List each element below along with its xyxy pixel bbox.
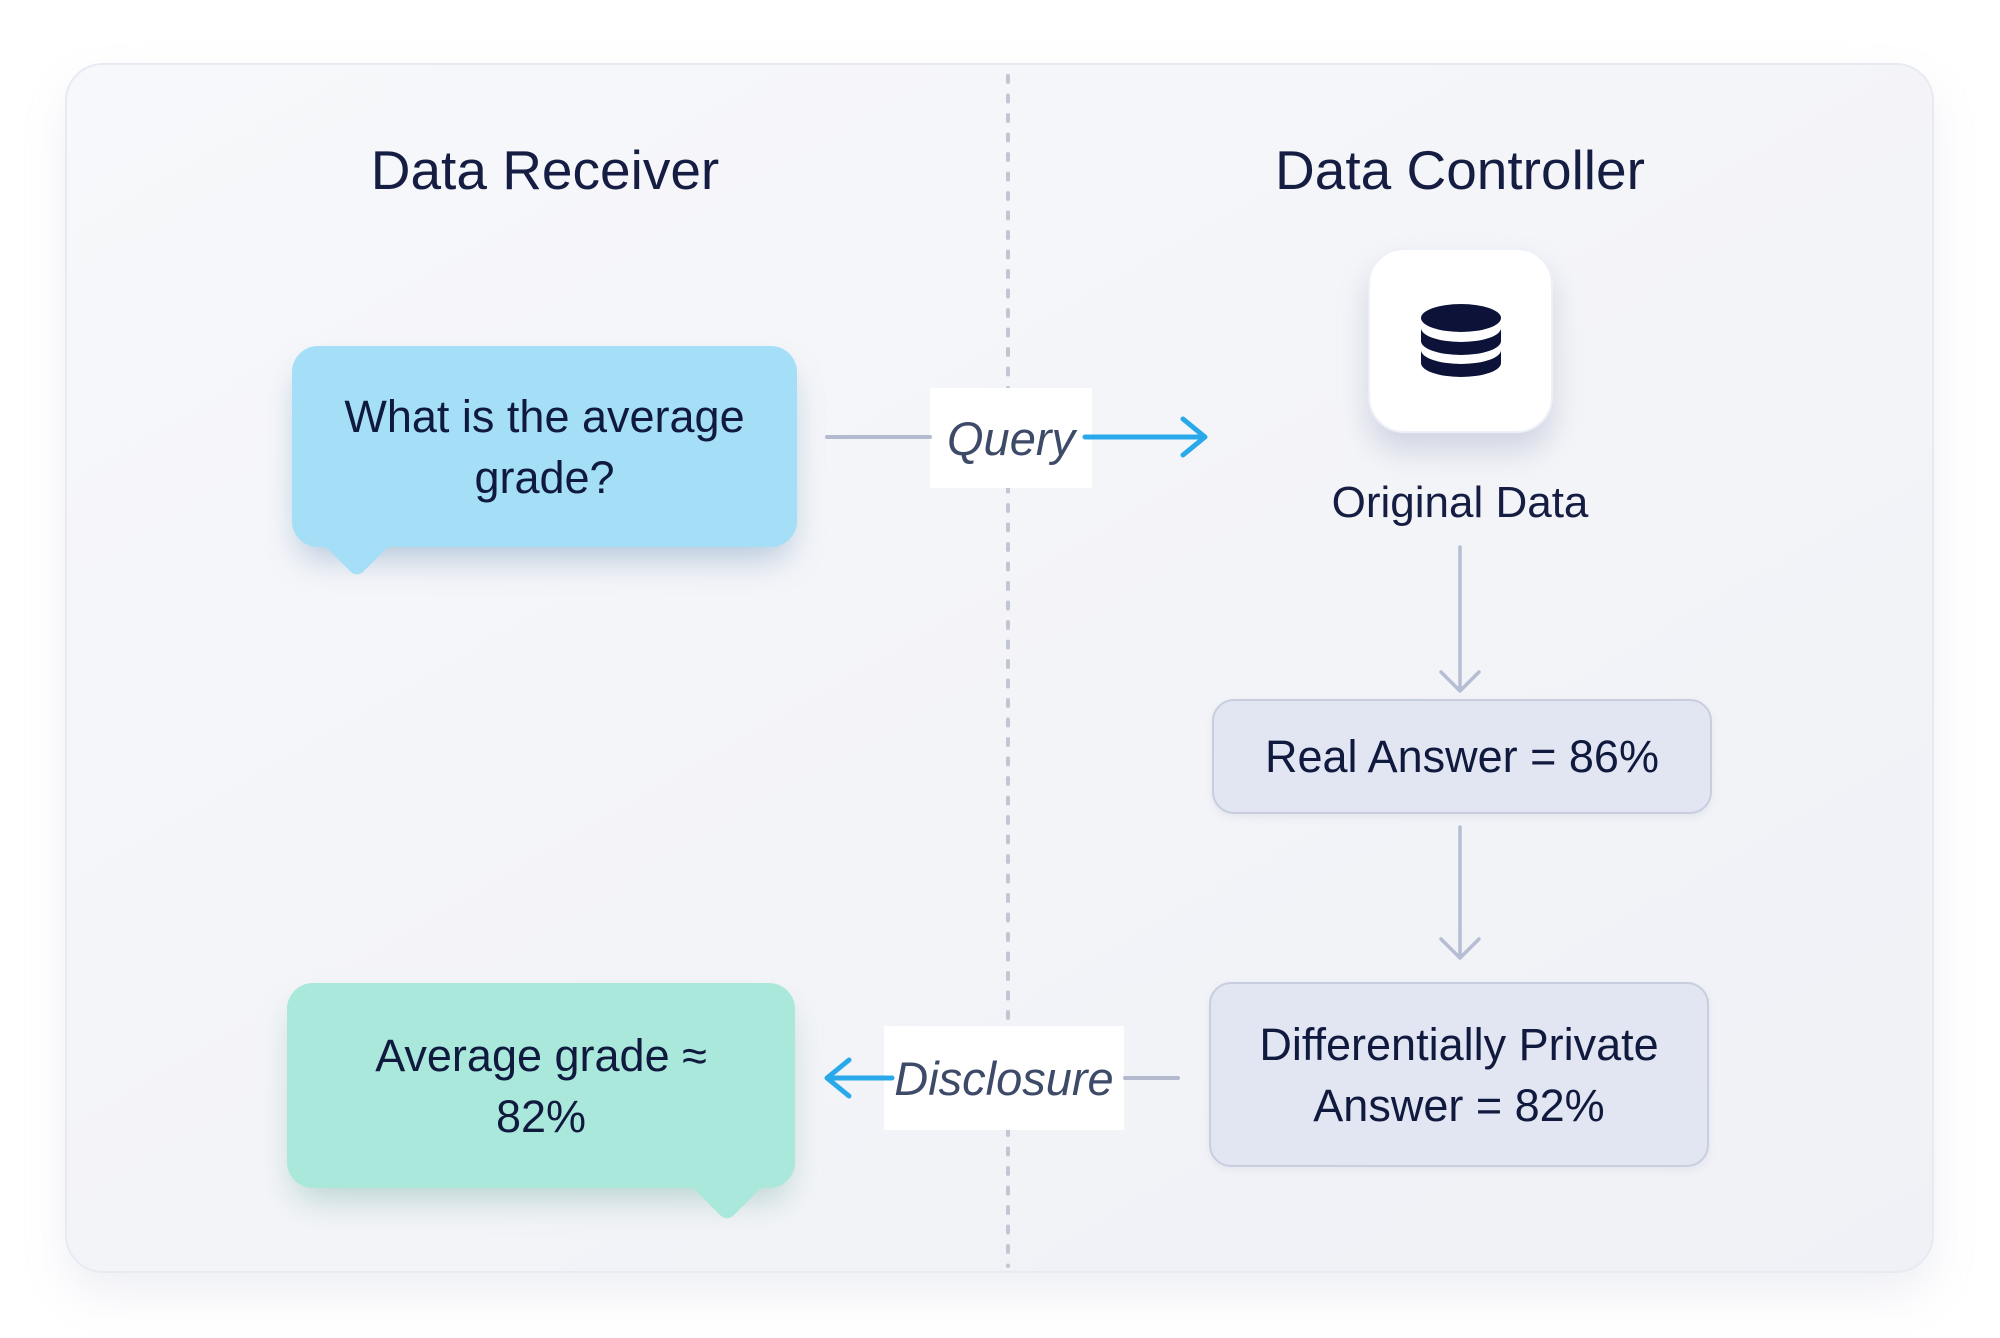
original-data-icon-card [1368,248,1553,433]
dp-answer-text: Differentially Private Answer = 82% [1211,1014,1707,1136]
disclosure-label-patch: Disclosure [884,1026,1124,1130]
answer-text-line1: Average grade ≈ [375,1029,707,1081]
original-data-label: Original Data [1331,478,1589,527]
dp-answer-box: Differentially Private Answer = 82% [1209,982,1709,1167]
real-answer-box: Real Answer = 86% [1212,699,1712,814]
database-icon [1420,303,1501,377]
query-speech-bubble: What is the average grade? [292,346,797,579]
query-speech-text: What is the average grade? [292,386,797,508]
answer-text-line2: 82% [495,1090,587,1142]
answer-speech-text: Average grade ≈ 82% [287,1025,795,1147]
dp-answer-line1: Differentially Private [1259,1018,1659,1070]
query-flow-label: Query [947,411,1075,465]
real-answer-text: Real Answer = 86% [1265,731,1659,782]
answer-speech-bubble: Average grade ≈ 82% [287,983,795,1223]
section-title-data-controller: Data Controller [1275,139,1645,201]
disclosure-flow-label: Disclosure [894,1051,1114,1105]
query-text-line2: grade? [474,451,615,503]
query-text-line1: What is the average [344,390,745,442]
dp-answer-line2: Answer = 82% [1313,1079,1605,1131]
query-label-patch: Query [930,388,1092,488]
section-title-data-receiver: Data Receiver [370,139,720,201]
